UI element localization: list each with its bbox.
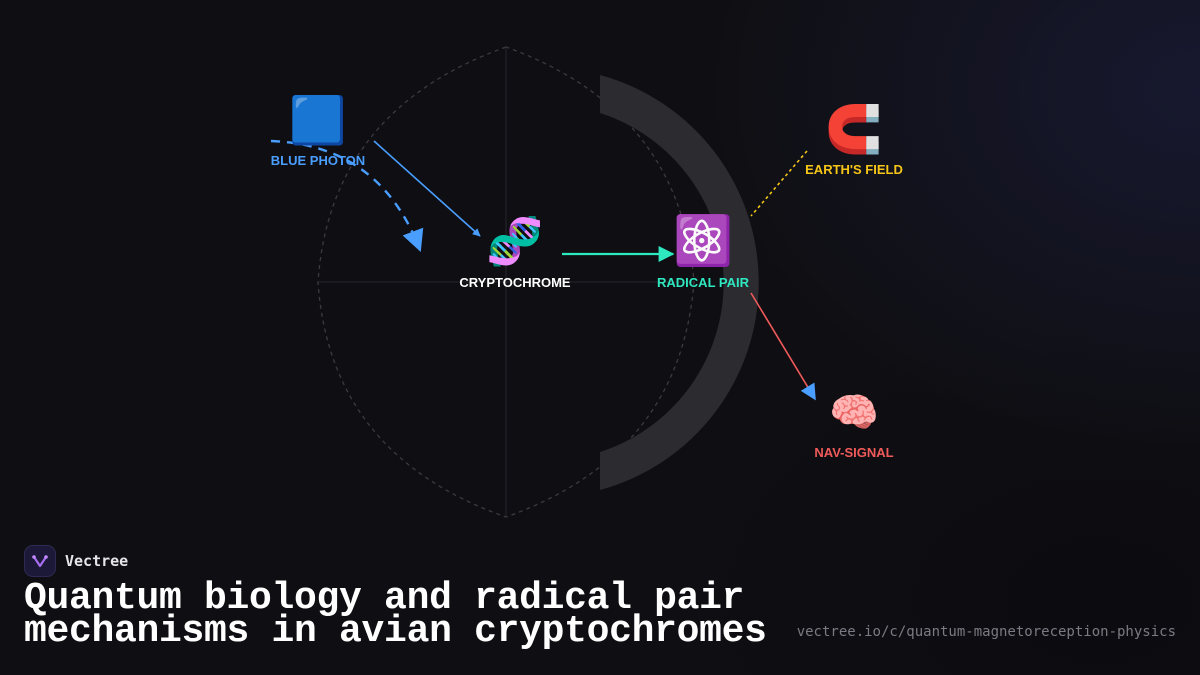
eye-axes bbox=[318, 47, 694, 517]
vectree-logo-glyph bbox=[32, 555, 48, 568]
earths-field-label: EARTH'S FIELD bbox=[805, 162, 903, 177]
atom-icon: ⚛️ bbox=[673, 213, 733, 269]
node-blue-photon: 🟦 BLUE PHOTON bbox=[271, 93, 365, 168]
brain-icon: 🧠 bbox=[829, 390, 879, 436]
magnet-icon: 🧲 bbox=[825, 102, 882, 156]
photon-to-cryptochrome-arrow bbox=[373, 140, 481, 237]
blue-photon-label: BLUE PHOTON bbox=[271, 153, 365, 168]
blue-square-icon: 🟦 bbox=[289, 93, 346, 147]
field-to-radical-link bbox=[750, 150, 808, 217]
photon-incoming-arrow bbox=[270, 139, 424, 253]
source-url: vectree.io/c/quantum-magnetoreception-ph… bbox=[796, 624, 1176, 640]
vectree-logo-icon bbox=[24, 545, 56, 577]
cryptochrome-label: CRYPTOCHROME bbox=[459, 275, 571, 290]
page-title: Quantum biology and radical pair mechani… bbox=[24, 577, 767, 653]
brand: Vectree bbox=[24, 544, 128, 578]
node-earths-field: 🧲 EARTH'S FIELD bbox=[805, 102, 903, 177]
radical-to-nav-arrow bbox=[750, 292, 816, 401]
dna-icon: 🧬 bbox=[486, 213, 543, 269]
nav-signal-label: NAV-SIGNAL bbox=[814, 445, 893, 460]
node-cryptochrome: 🧬 CRYPTOCHROME bbox=[459, 213, 571, 290]
radical-pair-label: RADICAL PAIR bbox=[657, 275, 750, 290]
node-nav-signal: 🧠 NAV-SIGNAL bbox=[814, 390, 893, 460]
node-radical-pair: ⚛️ RADICAL PAIR bbox=[657, 213, 750, 290]
retina-arc bbox=[600, 75, 759, 490]
brand-name: Vectree bbox=[65, 552, 129, 570]
